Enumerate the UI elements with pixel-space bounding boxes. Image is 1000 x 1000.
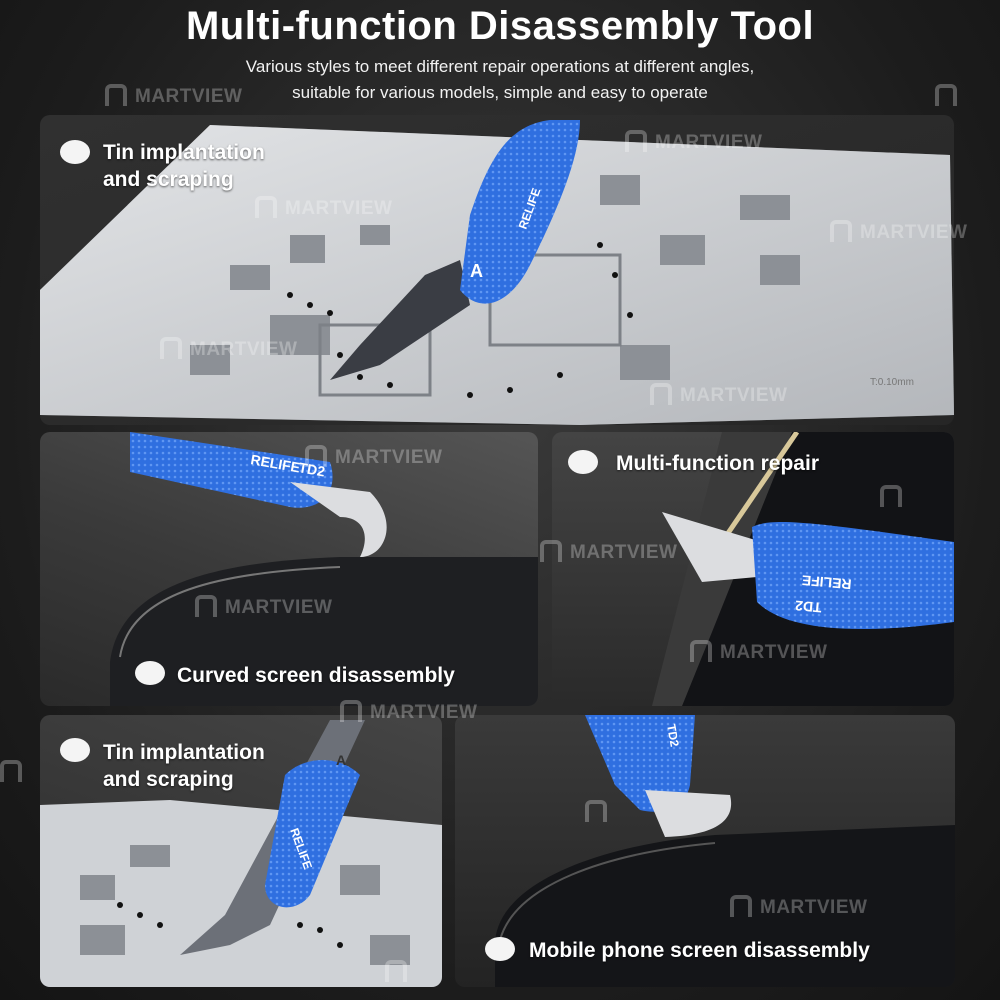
phone-screen-illustration: TD2 <box>495 715 955 987</box>
watermark: MARTVIEW <box>195 595 332 619</box>
watermark: MARTVIEW <box>830 220 967 244</box>
page-title: Multi-function Disassembly Tool <box>185 4 815 48</box>
watermark: MARTVIEW <box>255 196 392 220</box>
page-subtitle: Various styles to meet different repair … <box>0 54 1000 106</box>
watermark <box>880 485 910 509</box>
bullet-dot <box>60 140 90 164</box>
watermark <box>935 84 965 108</box>
watermark-logo-icon <box>650 383 672 405</box>
panel-label: Tin implantation and scraping <box>103 139 265 193</box>
watermark-logo-icon <box>540 540 562 562</box>
watermark <box>0 760 30 784</box>
watermark: MARTVIEW <box>340 700 477 724</box>
subtitle-line-2: suitable for various models, simple and … <box>292 83 708 102</box>
watermark-logo-icon <box>305 445 327 467</box>
watermark: MARTVIEW <box>730 895 867 919</box>
blade-mark: A <box>336 752 346 768</box>
panel-label-line-2: and scraping <box>103 768 234 791</box>
subtitle-line-1: Various styles to meet different repair … <box>245 57 755 76</box>
tool-model-text: TD2 <box>794 598 822 616</box>
watermark-logo-icon <box>105 84 127 106</box>
stencil-illustration: RELIFE A T:0.10mm <box>40 120 954 425</box>
watermark: MARTVIEW <box>305 445 442 469</box>
panel-label: Mobile phone screen disassembly <box>529 939 870 962</box>
stencil-thickness: T:0.10mm <box>870 377 914 388</box>
blade-mark: A <box>470 261 483 281</box>
watermark-logo-icon <box>880 485 902 507</box>
panel-label-line-1: Tin implantation <box>103 741 265 764</box>
panel-label-line-2: and scraping <box>103 168 234 191</box>
tool-brand-text: RELIFE <box>801 572 852 592</box>
curved-screen-illustration: RELIFE TD2 <box>110 432 538 706</box>
watermark: MARTVIEW <box>160 337 297 361</box>
panel-curved-screen: RELIFE TD2 Curved screen disassembly <box>40 432 538 706</box>
watermark-logo-icon <box>255 196 277 218</box>
panel-phone-screen: TD2 Mobile phone screen disassembly <box>455 715 955 987</box>
watermark: MARTVIEW <box>105 84 242 108</box>
bullet-dot <box>568 450 598 474</box>
multi-function-illustration: RELIFE TD2 <box>652 432 954 706</box>
panel-label: Multi-function repair <box>616 452 819 475</box>
bullet-dot <box>135 661 165 685</box>
panel-multi-function-repair: RELIFE TD2 Multi-function repair <box>552 432 954 706</box>
bullet-dot <box>60 738 90 762</box>
panel-tin-implantation-top: RELIFE A T:0.10mm Tin implantation and s… <box>40 115 954 425</box>
panel-label-line-1: Tin implantation <box>103 141 265 164</box>
tool-model-text: TD2 <box>664 723 682 748</box>
watermark-logo-icon <box>730 895 752 917</box>
tool-model-text: TD2 <box>297 459 326 479</box>
watermark-logo-icon <box>935 84 957 106</box>
watermark-logo-icon <box>690 640 712 662</box>
watermark-logo-icon <box>195 595 217 617</box>
watermark-logo-icon <box>160 337 182 359</box>
watermark-logo-icon <box>830 220 852 242</box>
watermark-logo-icon <box>585 800 607 822</box>
panel-label: Curved screen disassembly <box>177 664 455 687</box>
panel-label: Tin implantation and scraping <box>103 739 265 793</box>
watermark-logo-icon <box>340 700 362 722</box>
watermark: MARTVIEW <box>625 130 762 154</box>
bullet-dot <box>485 937 515 961</box>
watermark <box>385 960 415 984</box>
watermark: MARTVIEW <box>650 383 787 407</box>
watermark-logo-icon <box>0 760 22 782</box>
panel-tin-implantation-bottom: RELIFE A Tin implantation and scraping <box>40 715 442 987</box>
stencil-illustration: RELIFE A <box>40 720 442 987</box>
watermark-logo-icon <box>625 130 647 152</box>
watermark: MARTVIEW <box>540 540 677 564</box>
watermark <box>585 800 615 824</box>
watermark: MARTVIEW <box>690 640 827 664</box>
watermark-logo-icon <box>385 960 407 982</box>
